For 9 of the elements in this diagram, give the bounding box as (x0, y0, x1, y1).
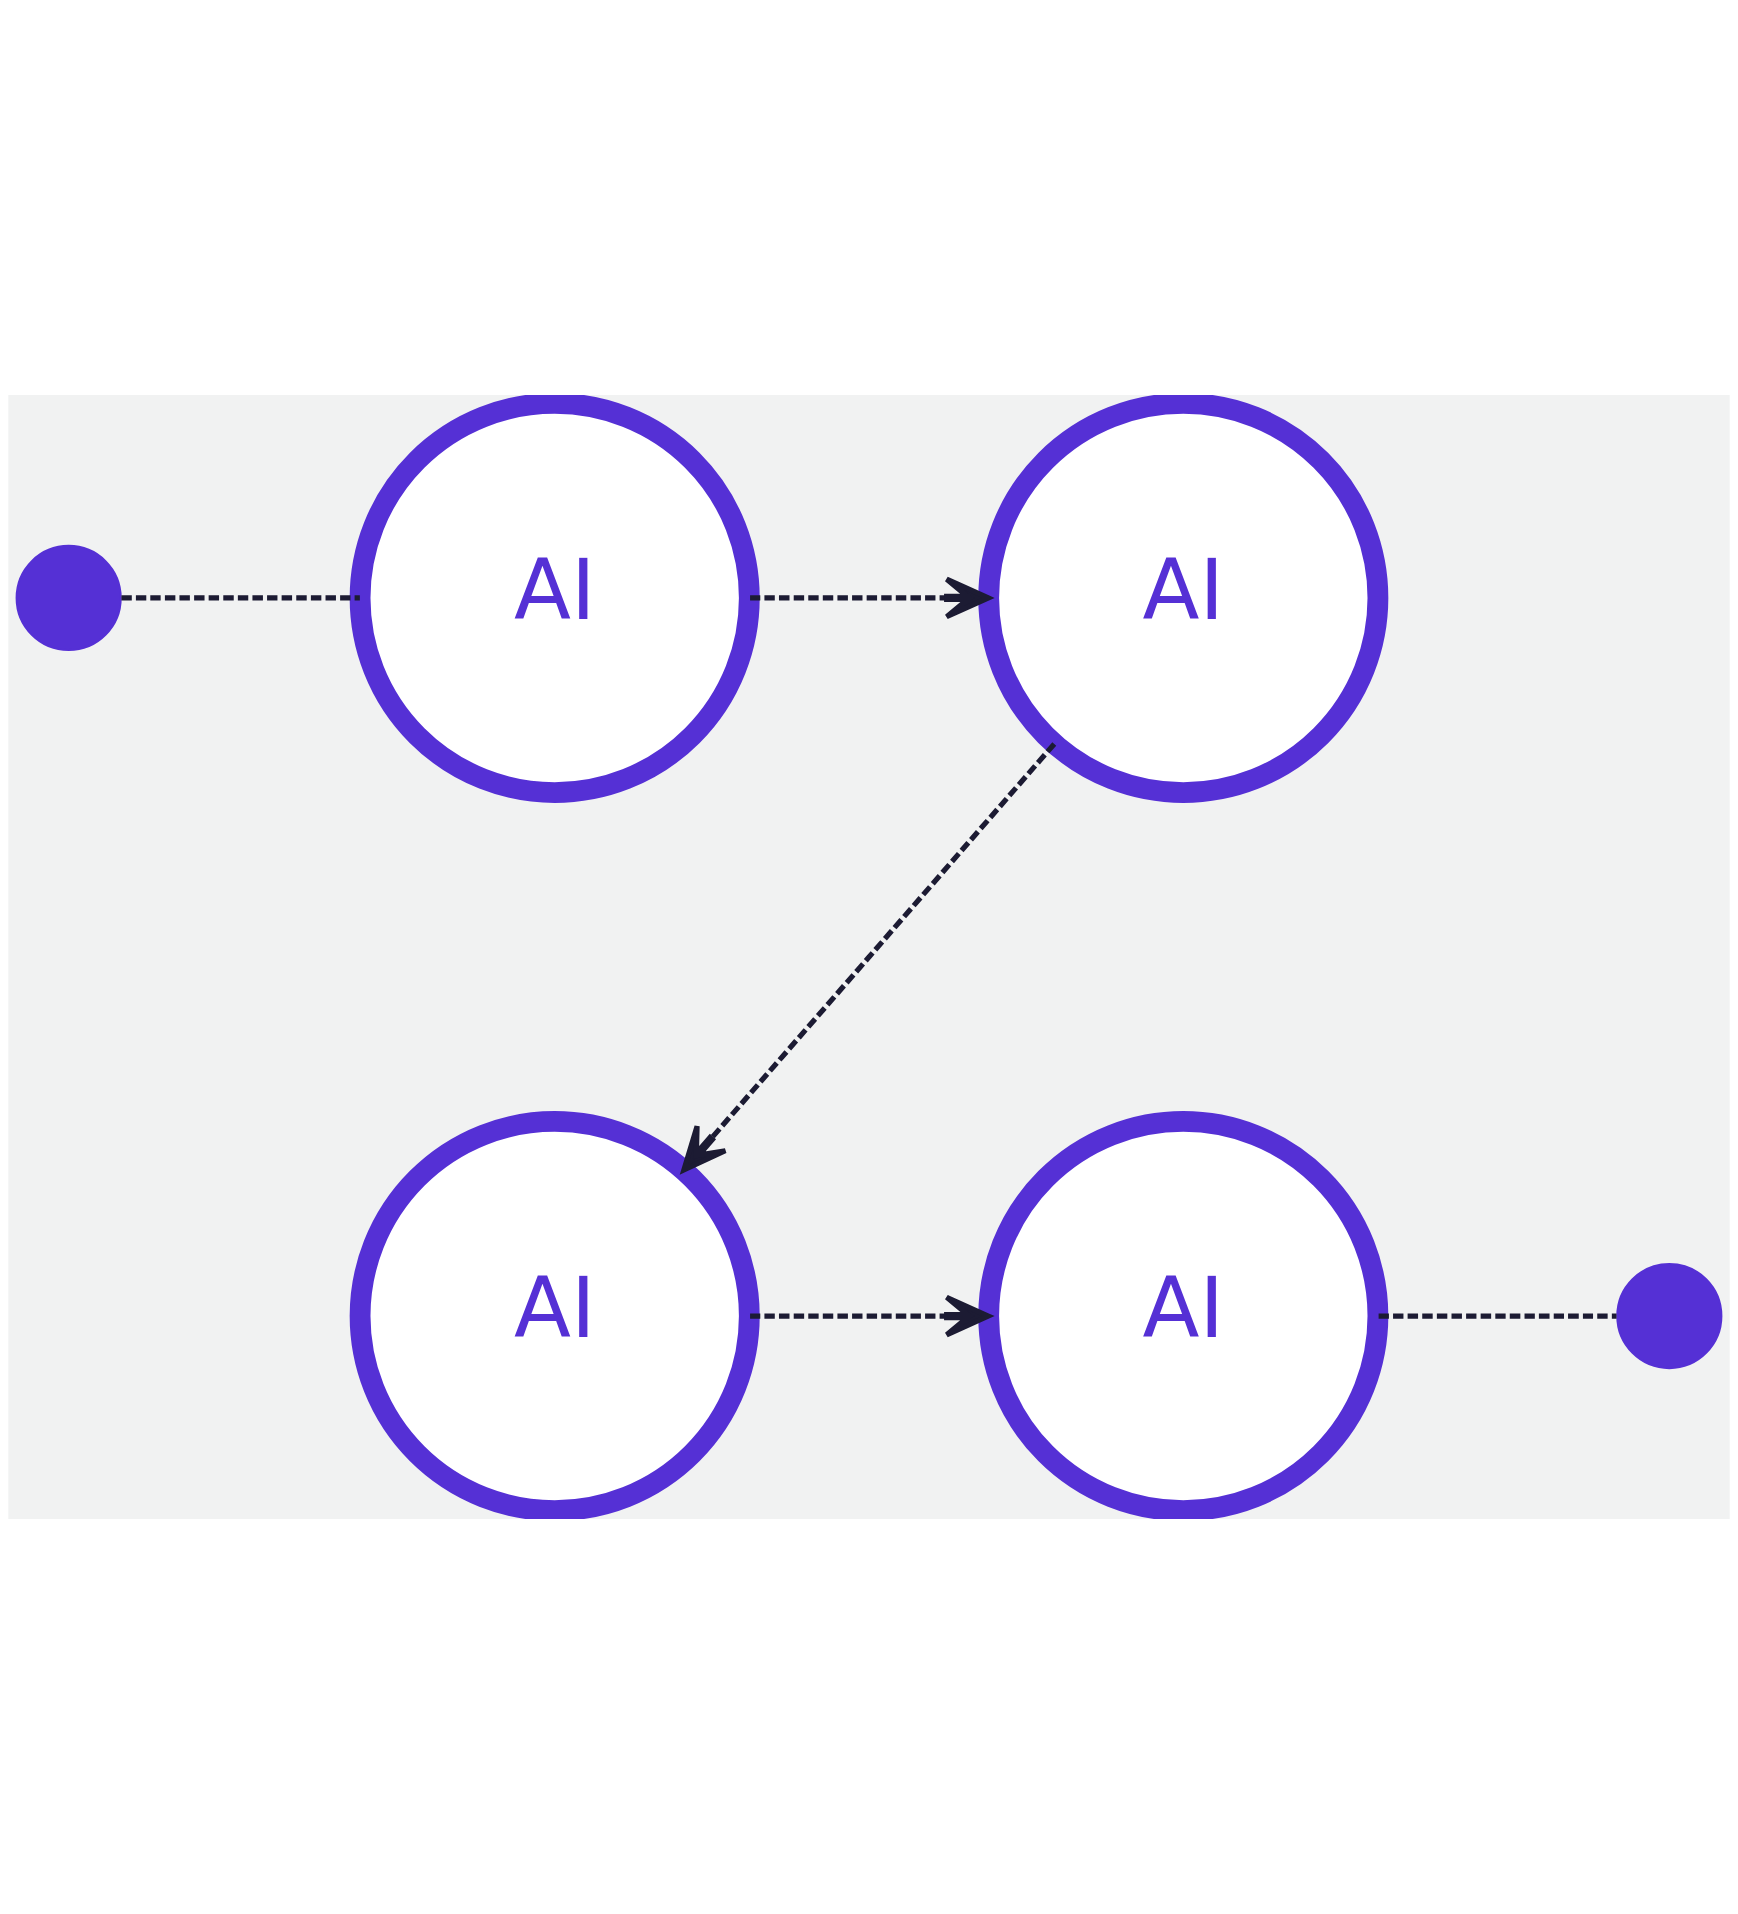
node-circle: AI (349, 395, 760, 803)
connector (121, 595, 360, 601)
node-circle: AI (978, 395, 1389, 803)
node-circle (1616, 1263, 1723, 1370)
connector (1378, 1313, 1617, 1319)
node-circle (15, 544, 122, 651)
node-circle: AI (978, 1111, 1389, 1519)
arrow (681, 742, 1057, 1173)
node-circle: AI (349, 1111, 760, 1519)
